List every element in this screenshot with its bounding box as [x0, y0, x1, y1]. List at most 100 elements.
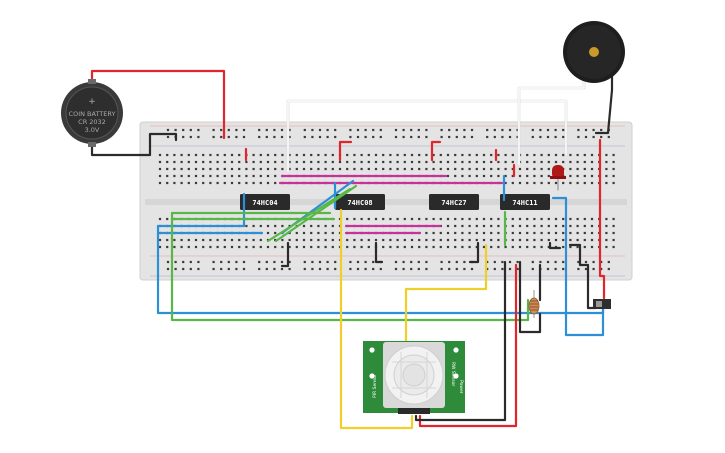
breadboard-hole[interactable]: [303, 260, 306, 264]
breadboard-hole[interactable]: [331, 238, 334, 242]
breadboard-hole[interactable]: [310, 245, 313, 249]
breadboard-hole[interactable]: [516, 267, 519, 271]
breadboard-hole[interactable]: [554, 238, 558, 242]
breadboard-hole[interactable]: [281, 245, 284, 249]
breadboard-hole[interactable]: [518, 231, 522, 235]
breadboard-hole[interactable]: [252, 224, 255, 228]
breadboard-hole[interactable]: [605, 217, 608, 221]
breadboard-hole[interactable]: [331, 231, 334, 235]
breadboard-hole[interactable]: [418, 245, 421, 249]
breadboard-hole[interactable]: [490, 238, 493, 242]
breadboard-hole[interactable]: [592, 267, 595, 271]
breadboard-hole[interactable]: [189, 260, 192, 264]
breadboard-hole[interactable]: [590, 153, 594, 157]
breadboard-hole[interactable]: [252, 238, 255, 242]
breadboard-hole[interactable]: [461, 224, 464, 228]
breadboard-hole[interactable]: [504, 174, 507, 178]
breadboard-hole[interactable]: [367, 153, 370, 157]
breadboard-hole[interactable]: [526, 217, 529, 221]
breadboard-hole[interactable]: [497, 167, 500, 171]
breadboard-hole[interactable]: [425, 238, 428, 242]
breadboard-hole[interactable]: [540, 153, 543, 157]
breadboard-hole[interactable]: [482, 217, 486, 221]
breadboard-hole[interactable]: [490, 217, 493, 221]
breadboard-hole[interactable]: [508, 267, 512, 271]
breadboard-hole[interactable]: [216, 238, 219, 242]
breadboard-hole[interactable]: [295, 160, 298, 164]
breadboard-hole[interactable]: [526, 181, 529, 185]
breadboard-hole[interactable]: [374, 238, 378, 242]
breadboard-hole[interactable]: [546, 128, 550, 132]
breadboard-hole[interactable]: [577, 260, 580, 264]
breadboard-hole[interactable]: [288, 231, 291, 235]
breadboard-hole[interactable]: [303, 267, 306, 271]
breadboard-hole[interactable]: [182, 135, 185, 139]
breadboard-hole[interactable]: [187, 245, 190, 249]
breadboard-hole[interactable]: [302, 238, 306, 242]
breadboard-hole[interactable]: [439, 217, 442, 221]
breadboard-hole[interactable]: [158, 245, 162, 249]
breadboard-hole[interactable]: [166, 238, 169, 242]
breadboard-hole[interactable]: [396, 217, 399, 221]
wire-black-j1[interactable]: [280, 241, 290, 268]
breadboard-hole[interactable]: [600, 128, 603, 132]
breadboard-hole[interactable]: [417, 135, 420, 139]
breadboard-hole[interactable]: [266, 167, 270, 171]
breadboard-hole[interactable]: [432, 231, 435, 235]
breadboard-hole[interactable]: [516, 135, 519, 139]
breadboard-hole[interactable]: [482, 245, 486, 249]
breadboard-hole[interactable]: [242, 267, 246, 271]
breadboard-hole[interactable]: [360, 217, 363, 221]
breadboard-hole[interactable]: [501, 260, 504, 264]
wire-black-ldr[interactable]: [518, 260, 542, 334]
breadboard-hole[interactable]: [235, 260, 238, 264]
breadboard-hole[interactable]: [612, 181, 615, 185]
breadboard-hole[interactable]: [562, 181, 565, 185]
breadboard-hole[interactable]: [317, 160, 320, 164]
breadboard-hole[interactable]: [482, 174, 486, 178]
breadboard-hole[interactable]: [303, 128, 306, 132]
wire-yellow-1[interactable]: [339, 208, 414, 430]
breadboard-hole[interactable]: [403, 217, 406, 221]
breadboard-hole[interactable]: [311, 260, 314, 264]
breadboard-hole[interactable]: [372, 128, 375, 132]
breadboard-hole[interactable]: [353, 238, 356, 242]
breadboard-hole[interactable]: [360, 153, 363, 157]
breadboard-hole[interactable]: [446, 167, 450, 171]
breadboard-hole[interactable]: [166, 181, 169, 185]
breadboard-hole[interactable]: [590, 217, 594, 221]
breadboard-hole[interactable]: [182, 128, 185, 132]
breadboard-hole[interactable]: [490, 153, 493, 157]
breadboard-hole[interactable]: [562, 245, 565, 249]
wire-black-pir[interactable]: [414, 260, 507, 422]
breadboard-hole[interactable]: [396, 160, 399, 164]
breadboard-hole[interactable]: [432, 217, 435, 221]
breadboard-hole[interactable]: [605, 224, 608, 228]
breadboard-hole[interactable]: [590, 174, 594, 178]
breadboard-hole[interactable]: [258, 135, 261, 139]
breadboard-hole[interactable]: [461, 238, 464, 242]
breadboard-hole[interactable]: [216, 167, 219, 171]
breadboard-hole[interactable]: [461, 174, 464, 178]
breadboard-hole[interactable]: [592, 135, 595, 139]
breadboard-hole[interactable]: [526, 153, 529, 157]
breadboard-hole[interactable]: [174, 267, 177, 271]
breadboard-hole[interactable]: [227, 267, 230, 271]
breadboard-hole[interactable]: [410, 135, 413, 139]
breadboard-hole[interactable]: [612, 245, 615, 249]
breadboard-hole[interactable]: [331, 167, 334, 171]
slide-switch-icon[interactable]: [593, 299, 611, 309]
breadboard-hole[interactable]: [410, 167, 414, 171]
breadboard-hole[interactable]: [259, 181, 262, 185]
breadboard-hole[interactable]: [173, 245, 176, 249]
breadboard-hole[interactable]: [374, 153, 378, 157]
breadboard-hole[interactable]: [266, 160, 270, 164]
breadboard-hole[interactable]: [576, 238, 579, 242]
breadboard-hole[interactable]: [440, 135, 443, 139]
breadboard-hole[interactable]: [448, 260, 451, 264]
breadboard-hole[interactable]: [259, 167, 262, 171]
breadboard-hole[interactable]: [209, 153, 212, 157]
breadboard-hole[interactable]: [612, 231, 615, 235]
breadboard-hole[interactable]: [338, 167, 342, 171]
